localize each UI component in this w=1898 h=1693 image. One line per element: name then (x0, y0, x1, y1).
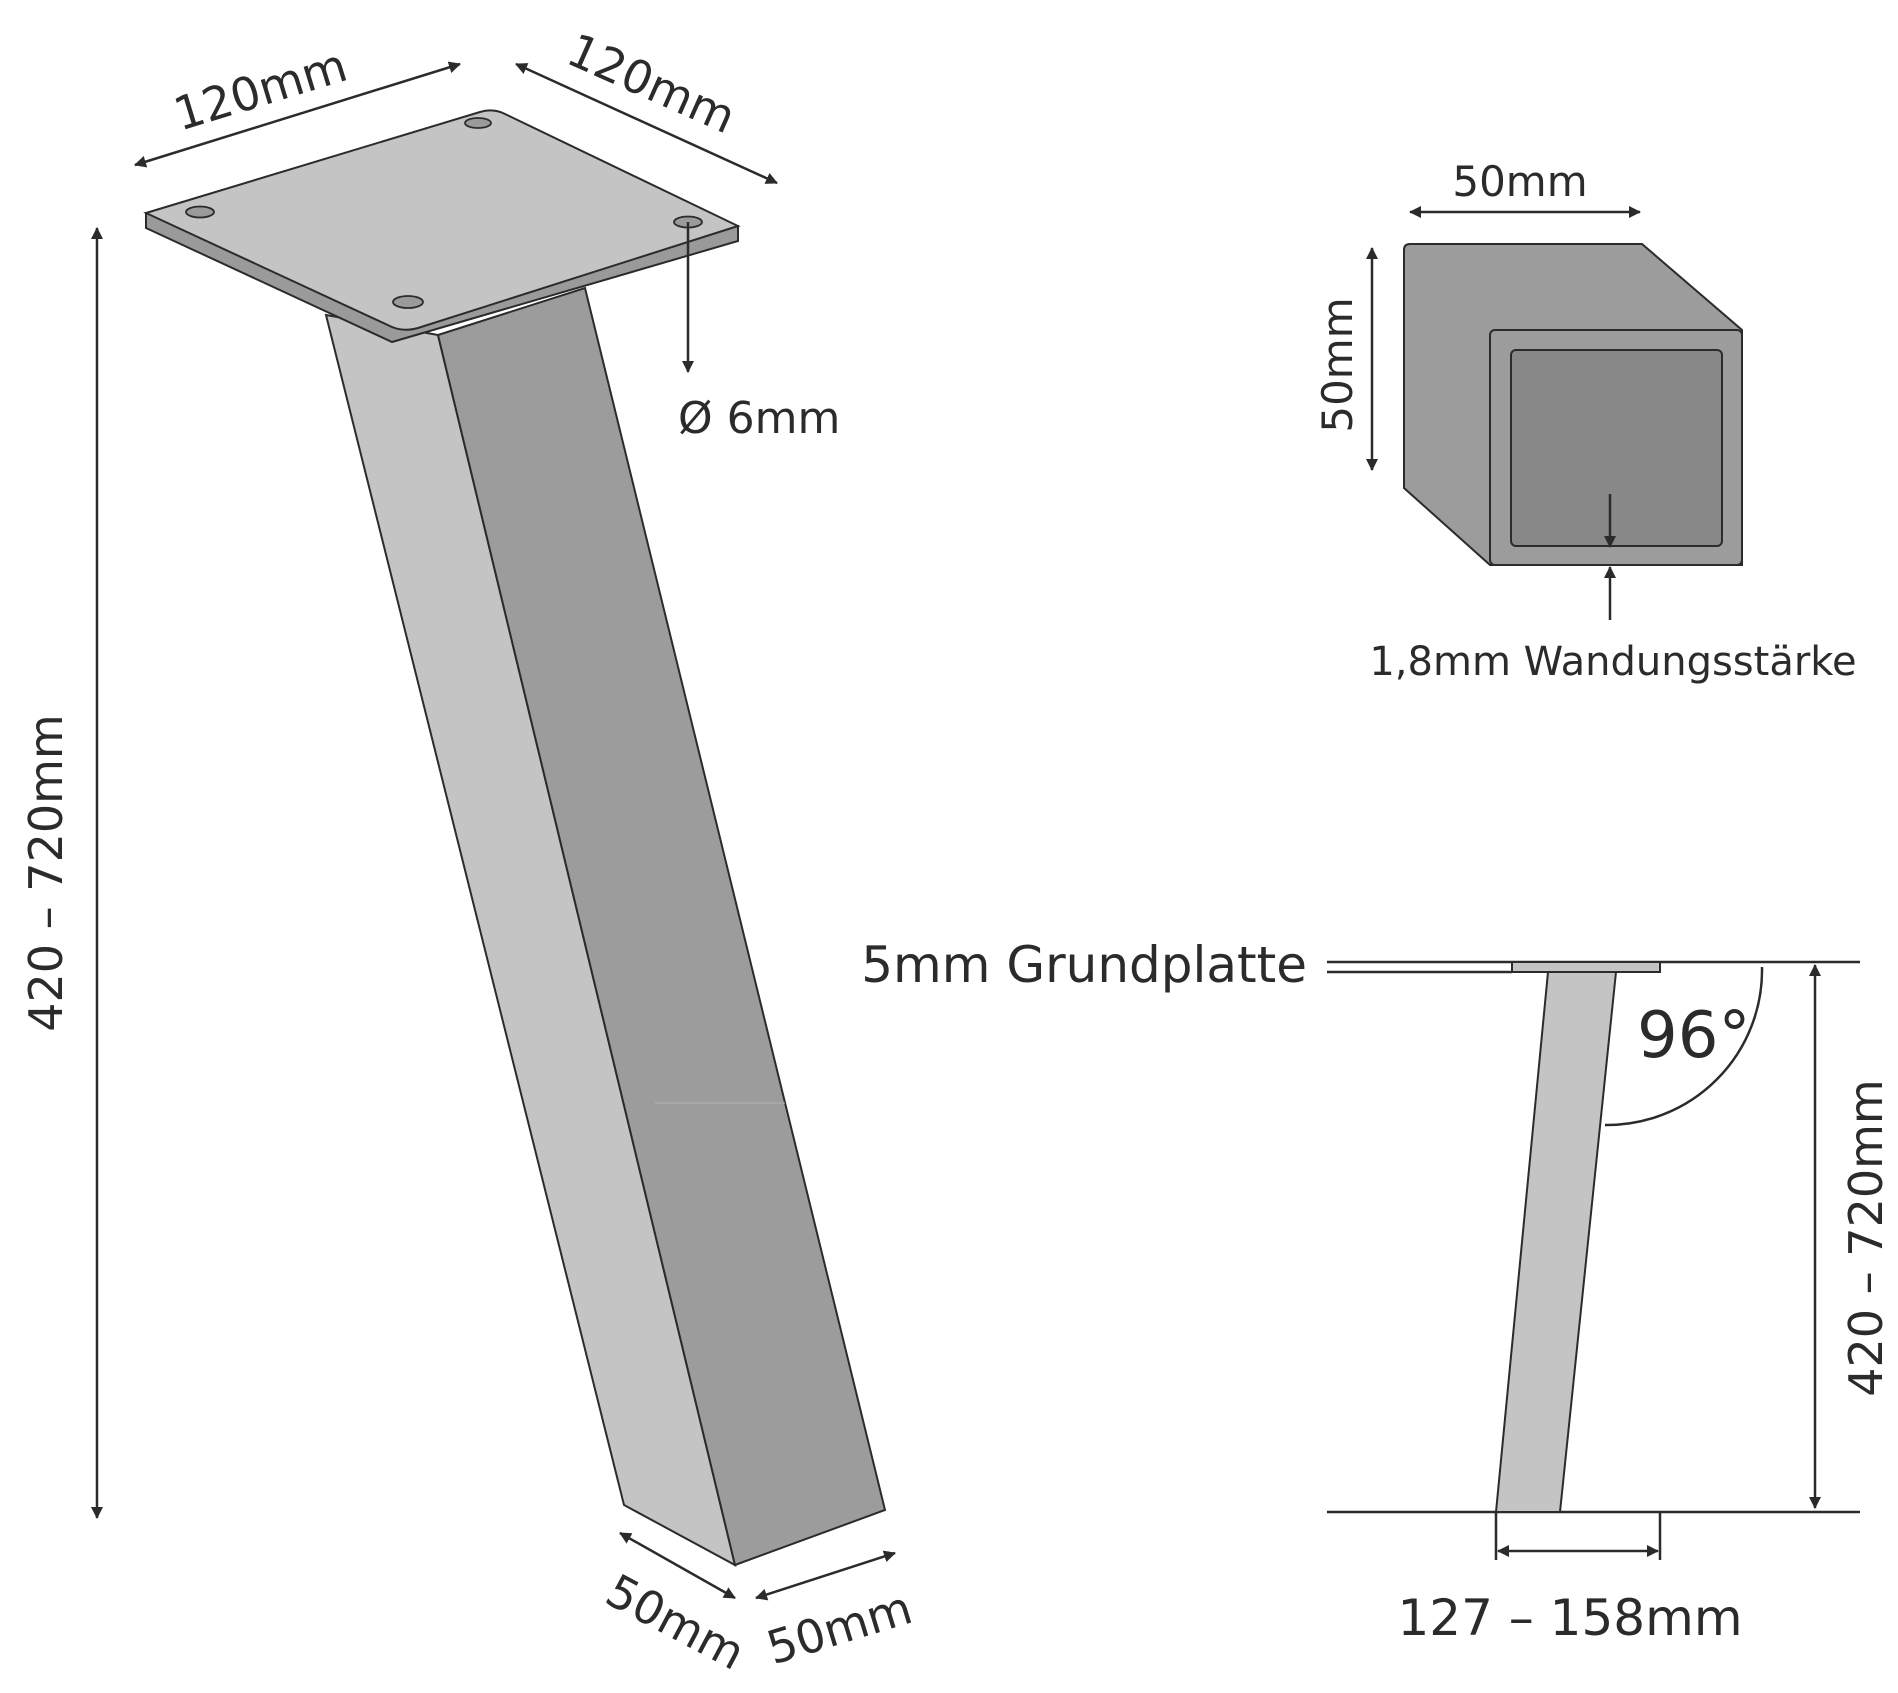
leg-height-label: 420 – 720mm (19, 714, 73, 1031)
angle-arc (1604, 966, 1764, 1127)
hole-diameter-label: Ø 6mm (678, 393, 840, 444)
dim-foot-width (619, 1531, 736, 1600)
side-base-plate (1511, 961, 1661, 973)
foot-width-label: 50mm (597, 1563, 753, 1680)
profile-width-label: 50mm (1452, 157, 1587, 206)
leg-dark-face (436, 286, 887, 1567)
tube-profile: 50mm 50mm 1,8mm Wandungsstärke (1313, 157, 1857, 685)
dim-foot-depth (755, 1550, 896, 1601)
base-plate-label: 5mm Grundplatte (861, 936, 1307, 994)
wall-thickness-label: 1,8mm Wandungsstärke (1369, 639, 1856, 685)
screw-hole (185, 205, 215, 219)
screw-hole (392, 295, 424, 309)
isometric-leg: 120mm 120mm Ø 6mm 420 – 720mm 50mm 50mm (19, 23, 918, 1681)
side-leg (1494, 971, 1618, 1513)
profile-inner (1510, 349, 1723, 547)
side-height-label: 420 – 720mm (1839, 1079, 1893, 1396)
screw-hole (464, 117, 492, 129)
profile-height-label: 50mm (1313, 297, 1362, 432)
plate-top (143, 109, 741, 331)
angle-label: 96° (1637, 999, 1750, 1073)
dim-plate-depth (515, 62, 778, 185)
foot-depth-label: 50mm (761, 1580, 918, 1675)
dim-plate-width (134, 61, 461, 168)
side-view: 5mm Grundplatte 96° 420 – 720mm 127 – 15… (861, 936, 1893, 1647)
offset-label: 127 – 158mm (1397, 1589, 1742, 1647)
